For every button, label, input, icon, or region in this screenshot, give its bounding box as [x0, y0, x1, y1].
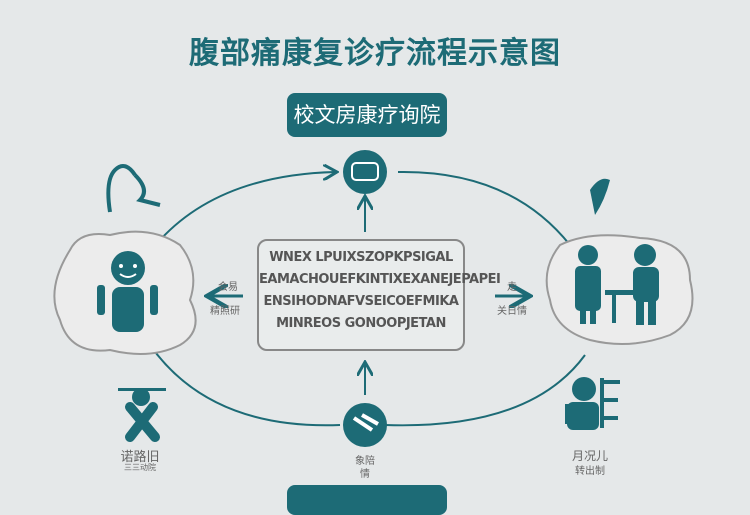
right-arrow-label-top: 走 — [507, 282, 517, 293]
cycle-arc-bottom-left — [149, 344, 341, 427]
flow-diagram — [53, 150, 694, 447]
exercise-person-icon — [118, 388, 166, 442]
cycle-arc-top-right — [397, 170, 571, 246]
bottom-step-box — [287, 485, 447, 515]
bottom-left-caption: 诺路旧 — [120, 450, 160, 465]
patient-icon — [97, 251, 158, 332]
doctor-patient-icon — [575, 244, 659, 325]
center-info-box: WNEX LPUIXSZOPKPSIGAL EAMACHOUEFKINTIXEX… — [257, 239, 501, 351]
right-cloud — [545, 234, 694, 345]
bottom-right-subcaption: 转出制 — [575, 466, 605, 477]
bottom-center-subcaption: 情 — [360, 469, 370, 480]
bottom-left-subcaption: 三三动院 — [124, 463, 156, 472]
center-line: ENSIHODNAFVSEICOEFMIKA — [263, 294, 459, 309]
hand-icon — [590, 178, 610, 215]
left-arrow-label-top: 会易 — [218, 282, 238, 293]
top-node-icon — [343, 150, 387, 194]
cycle-arc-bottom-right — [384, 354, 586, 427]
top-step-box: 校文房康疗询院 — [287, 93, 447, 137]
center-line: WNEX LPUIXSZOPKPSIGAL — [269, 250, 453, 265]
bottom-right-caption: 月况儿 — [571, 449, 608, 463]
center-line: EAMACHOUEFKINTIXEXANEJEPAPEI — [259, 272, 501, 287]
center-line: MINREOS GONOOPJETAN — [276, 316, 446, 331]
cycle-arc-top-left — [159, 172, 335, 241]
right-arrow-label-bottom: 关日情 — [497, 306, 527, 317]
consultation-icon — [565, 377, 620, 430]
bottom-center-caption: 象陪 — [355, 456, 375, 467]
stethoscope-icon — [106, 164, 161, 213]
page-title: 腹部痛康复诊疗流程示意图 — [189, 36, 561, 71]
left-arrow-label-bottom: 精照研 — [210, 306, 240, 317]
